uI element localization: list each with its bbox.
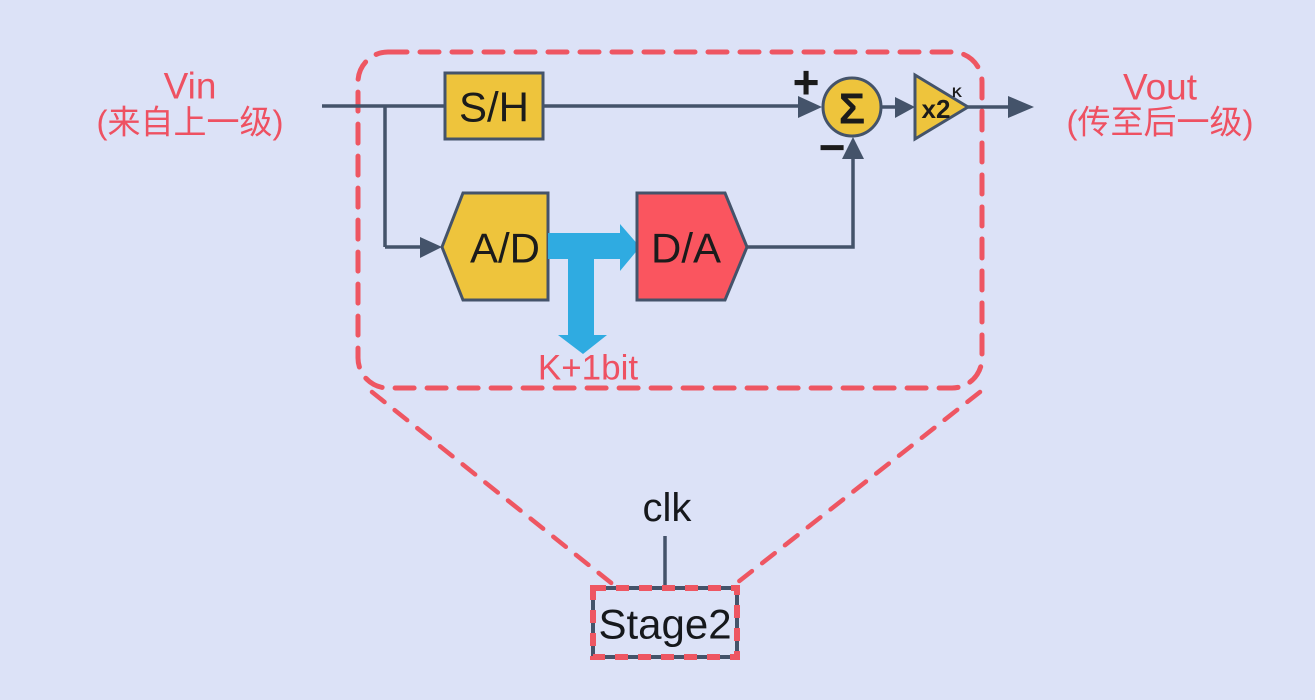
summer-input-arrowhead — [798, 96, 822, 118]
sample-hold-block — [443, 71, 545, 141]
adc-input-arrowhead — [420, 237, 442, 258]
clk-label: clk — [643, 486, 693, 530]
plus-sign: + — [793, 56, 820, 108]
summer-minus-arrowhead — [842, 137, 864, 159]
summer-symbol: Σ — [839, 85, 865, 134]
adc-label: A/D — [470, 225, 540, 272]
stage2-label: Stage2 — [598, 601, 731, 648]
gain-exponent: K — [952, 84, 962, 100]
minus-sign: − — [819, 121, 846, 173]
vout-arrowhead — [1008, 96, 1034, 118]
gain-amplifier — [913, 72, 971, 142]
gain-label: x2 — [922, 94, 951, 124]
dac-block — [635, 191, 749, 302]
sample-hold-label: S/H — [459, 84, 529, 131]
vin-sublabel: (来自上一级) — [97, 104, 284, 141]
zoom-callout-right-line — [730, 389, 983, 589]
vin-label: Vin — [164, 66, 217, 107]
stage2-box-dashed-border — [590, 585, 740, 660]
feedback-line — [747, 157, 855, 249]
stage-detail-dashed-border — [355, 49, 985, 391]
digital-bus-arrow — [548, 224, 640, 354]
vout-sublabel: (传至后一级) — [1067, 104, 1254, 141]
zoom-callout-left-line — [369, 389, 618, 589]
vout-label: Vout — [1123, 67, 1198, 108]
dac-label: D/A — [651, 225, 721, 272]
bus-width-label: K+1bit — [538, 349, 638, 388]
gain-input-arrowhead — [895, 97, 915, 118]
